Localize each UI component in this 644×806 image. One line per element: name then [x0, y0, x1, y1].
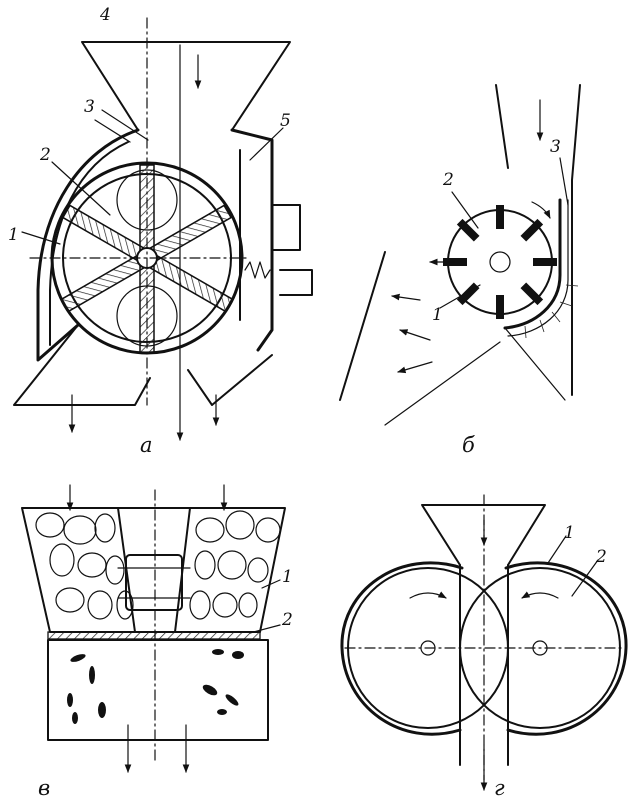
leader-v-1: [261, 579, 281, 589]
feed-hopper: [81, 41, 291, 131]
leader-g-1: [547, 535, 567, 564]
label-g-2: 2: [595, 547, 607, 567]
impact-plate: [503, 198, 562, 330]
leader-v-2: [249, 624, 281, 634]
discharge-arrow-b1: [391, 293, 421, 301]
deflect-line: [504, 327, 566, 401]
stones-right: [189, 510, 281, 620]
discharge-plate-b: [384, 341, 501, 426]
impact-marks: [524, 284, 579, 339]
rotor-blades: [443, 205, 557, 319]
label-v-1: 1: [282, 567, 293, 587]
caption-g: г: [494, 776, 505, 800]
rotation-arrow-left: [409, 591, 447, 599]
rotation-arrow: [531, 201, 551, 219]
discharge-arrow-b3: [397, 361, 433, 374]
label-a-1: 1: [8, 225, 19, 245]
discharge-chamber: [47, 639, 269, 741]
label-g-1: 1: [564, 523, 575, 543]
housing-left-wall: [36, 128, 140, 362]
leader-3b: [101, 109, 149, 141]
label-b-1: 1: [432, 305, 443, 325]
impact-plate-inner: [507, 199, 569, 337]
label-b-3: 3: [550, 137, 561, 157]
label-a-4: 4: [99, 5, 111, 25]
leader-5: [249, 127, 284, 161]
discharge-left: [13, 324, 151, 406]
feed-plate-left: [495, 84, 509, 169]
label-b-2: 2: [442, 170, 454, 190]
adjustment-mechanism: [271, 204, 313, 296]
discharge-right: [187, 354, 273, 406]
housing-right-wall: [230, 128, 274, 352]
leader-b-1: [439, 284, 481, 309]
label-a-5: 5: [280, 111, 291, 131]
reflector-wall: [571, 84, 581, 396]
rotation-arrow-right: [521, 591, 559, 599]
motor: [125, 554, 183, 611]
spring: [244, 261, 271, 279]
label-v-2: 2: [281, 610, 293, 630]
leader-3a: [94, 119, 131, 143]
leader-1: [21, 231, 61, 245]
chamber-divider: [117, 507, 191, 633]
screen-line: [339, 251, 386, 401]
figure-b-impact-rotor: [339, 84, 581, 426]
discharge-arrow-b2: [399, 329, 431, 341]
caption-v: в: [38, 776, 50, 800]
caption-a: а: [140, 433, 153, 457]
grate-bars: [47, 631, 261, 640]
figure-g-roll-crusher: [340, 494, 628, 791]
leader-2: [51, 161, 111, 216]
crushed-particles: [67, 649, 244, 724]
stones-left: [35, 512, 134, 620]
caption-b: б: [462, 433, 475, 457]
figure-a-hammer-crusher: [13, 17, 313, 441]
label-a-2: 2: [39, 145, 51, 165]
leader-g-2: [571, 559, 599, 597]
discharge-throat: [459, 564, 509, 766]
casing-right: [504, 561, 628, 736]
leader-b-3: [559, 157, 569, 206]
label-a-3: 3: [84, 97, 95, 117]
rotor-shaft: [489, 251, 511, 273]
figure-v-crusher-section: [21, 484, 286, 773]
leader-b-2: [451, 191, 479, 229]
casing-left: [340, 561, 464, 736]
roll-hopper: [421, 504, 546, 566]
